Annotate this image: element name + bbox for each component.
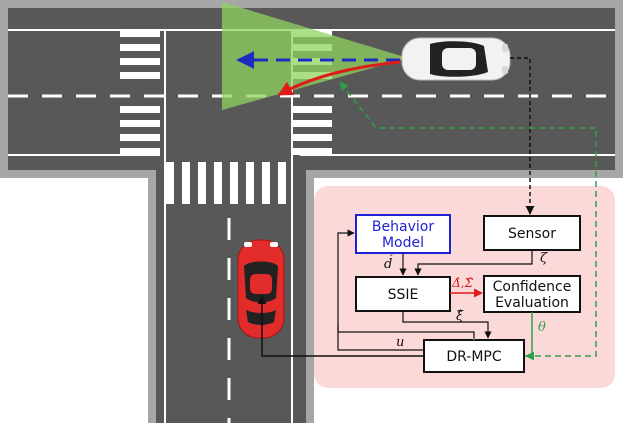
confidence-label-line1: Confidence: [493, 279, 572, 295]
confidence-to-drmpc-arrow: [525, 312, 535, 361]
confidence-label-line2: Evaluation: [495, 295, 569, 311]
d-hat-label: d: [384, 257, 392, 272]
sensor-block: Sensor: [483, 215, 581, 251]
drmpc-to-ego-vehicle-arrow: [257, 295, 424, 357]
other-vehicle-icon: [401, 37, 511, 81]
theta-label: θ: [538, 320, 546, 335]
crosswalk-left: [120, 30, 160, 155]
drmpc-to-behavior-arrow: [337, 229, 424, 351]
predicted-turn-path: [277, 60, 401, 96]
u-label: u: [396, 335, 404, 350]
ssie-block: SSIE: [355, 276, 451, 312]
ego-vehicle-icon: [237, 239, 285, 339]
zeta-label: ζ: [540, 251, 548, 266]
xi-hat-label: ξ̂: [456, 309, 464, 324]
delta-sigma-label: Δ̂,Σ̂: [451, 276, 473, 290]
behavior-model-block: Behavior Model: [355, 214, 451, 254]
sensor-fov-cone: [222, 2, 408, 110]
confidence-evaluation-block: Confidence Evaluation: [483, 275, 581, 313]
u-loop-connector: [337, 323, 475, 338]
behavior-model-label-line2: Model: [382, 235, 424, 251]
crosswalk-bottom: [166, 162, 286, 204]
behavior-model-label-line1: Behavior: [372, 219, 434, 235]
dr-mpc-label: DR-MPC: [446, 349, 502, 365]
sensor-to-ssie-arrow: [414, 250, 533, 276]
feedback-dashed-connector: [340, 82, 597, 357]
ssie-to-drmpc-arrow: [402, 311, 492, 339]
dr-mpc-block: DR-MPC: [423, 339, 525, 373]
sensor-label: Sensor: [508, 226, 556, 242]
ssie-label: SSIE: [388, 287, 419, 303]
